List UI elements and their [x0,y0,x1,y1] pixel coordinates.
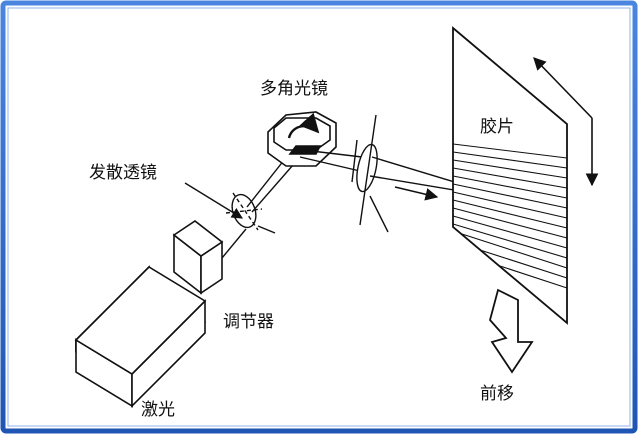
diverging-lens-label: 发散透镜 [89,163,157,183]
beam-laser-to-lens [221,228,247,259]
focusing-lens [351,114,389,233]
laser-label: 激光 [141,400,175,420]
modulator-label: 调节器 [223,312,274,332]
beam-mirror-to-lens2 [299,149,363,172]
diverging-lens-leader [184,182,243,219]
double-arrow-icon [533,57,599,187]
rotation-arrow-icon [287,112,320,139]
beam-direction-arrow [394,186,439,201]
film-exposed-lines [452,143,568,289]
down-arrow-icon [489,288,534,374]
polygon-mirror-label: 多角光镜 [260,79,328,99]
advance-label: 前移 [480,384,514,404]
modulator-box [172,220,224,295]
film-label: 胶片 [480,117,514,137]
laser-box [74,265,207,408]
